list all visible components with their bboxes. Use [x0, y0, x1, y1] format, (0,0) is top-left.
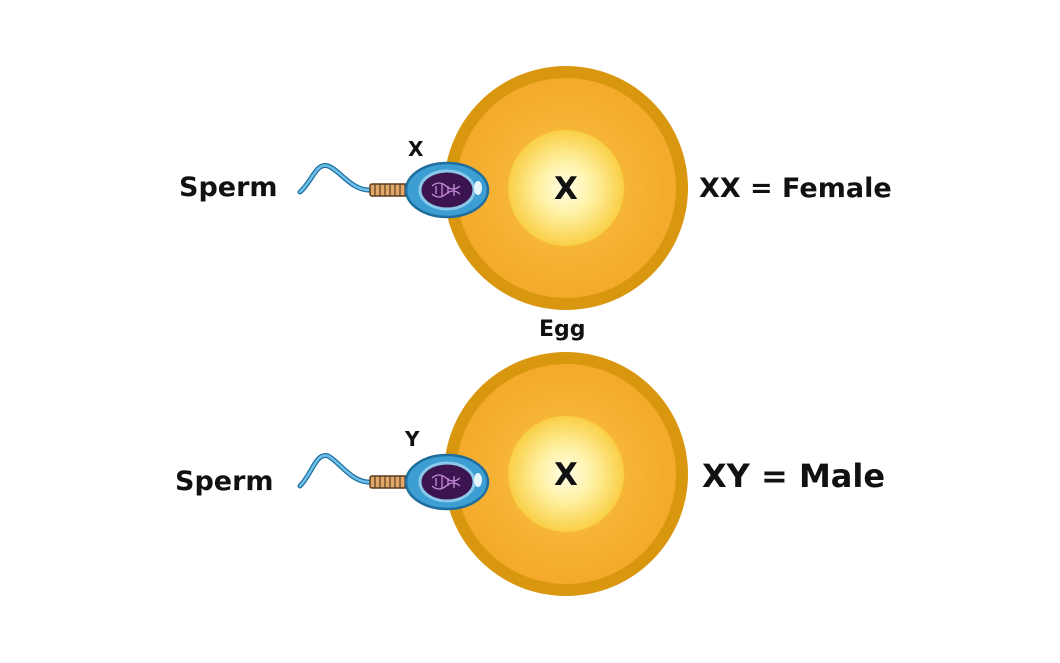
egg-cell-bottom: [444, 352, 688, 596]
egg-chromosome-label-top: X: [554, 171, 578, 207]
sperm-chromosome-label-bottom: Y: [405, 427, 420, 451]
egg-nucleus: [508, 130, 624, 246]
sperm-highlight: [474, 181, 482, 195]
sperm-label-top: Sperm: [179, 172, 278, 203]
egg-label: Egg: [539, 317, 586, 342]
sperm-chromosome-label-top: X: [408, 137, 424, 161]
sperm-nucleus: [418, 461, 476, 503]
egg-cell-top: [444, 66, 688, 310]
sperm-nucleus: [418, 169, 476, 211]
egg-chromosome-label-bottom: X: [554, 457, 578, 493]
egg-nucleus: [508, 416, 624, 532]
result-label-female: XX = Female: [699, 173, 892, 204]
result-label-male: XY = Male: [702, 457, 886, 495]
sperm-cell-icon: [297, 453, 490, 511]
sperm-label-bottom: Sperm: [175, 466, 274, 497]
sperm-highlight: [474, 473, 482, 487]
sperm-cell-icon: [297, 161, 490, 219]
